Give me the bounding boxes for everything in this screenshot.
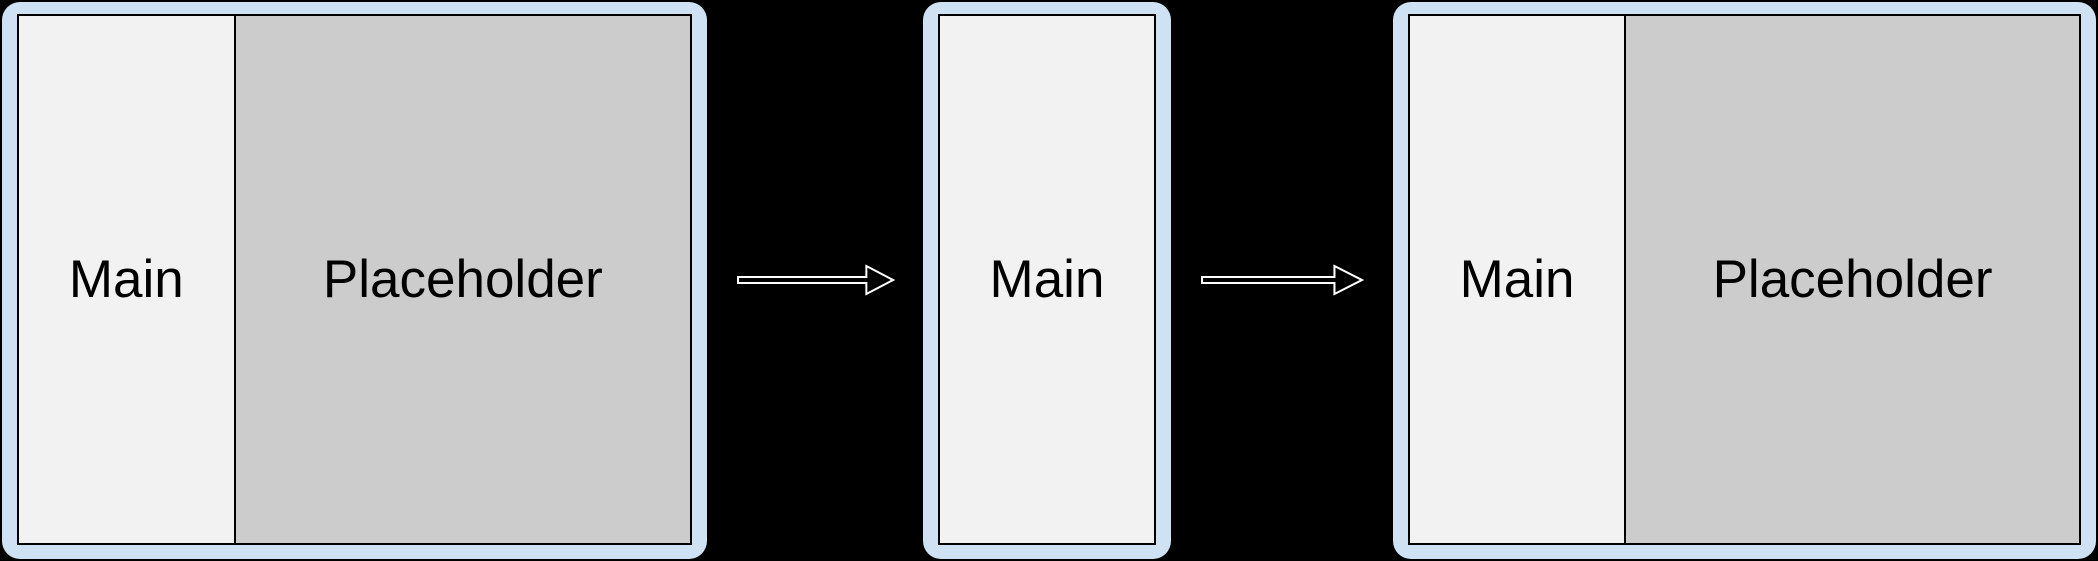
main-pane-label: Main — [989, 250, 1105, 309]
placeholder-pane: Placeholder — [235, 16, 690, 543]
placeholder-pane-label: Placeholder — [322, 250, 603, 309]
main-pane-label: Main — [1459, 250, 1575, 309]
placeholder-pane-label: Placeholder — [1712, 250, 1993, 309]
main-pane: Main — [1410, 16, 1627, 543]
main-pane-label: Main — [68, 250, 184, 309]
panel-before: Main Placeholder — [2, 2, 707, 559]
panel-after: Main Placeholder — [1393, 2, 2096, 559]
main-pane: Main — [19, 16, 236, 543]
panel-before-content: Main Placeholder — [17, 14, 692, 545]
arrow-right-icon — [1201, 261, 1364, 299]
panel-collapsed-content: Main — [938, 14, 1156, 545]
panel-after-content: Main Placeholder — [1408, 14, 2081, 545]
panel-collapsed: Main — [923, 2, 1171, 559]
arrow-right-icon — [737, 261, 895, 299]
main-pane: Main — [940, 16, 1154, 543]
placeholder-pane: Placeholder — [1626, 16, 2079, 543]
